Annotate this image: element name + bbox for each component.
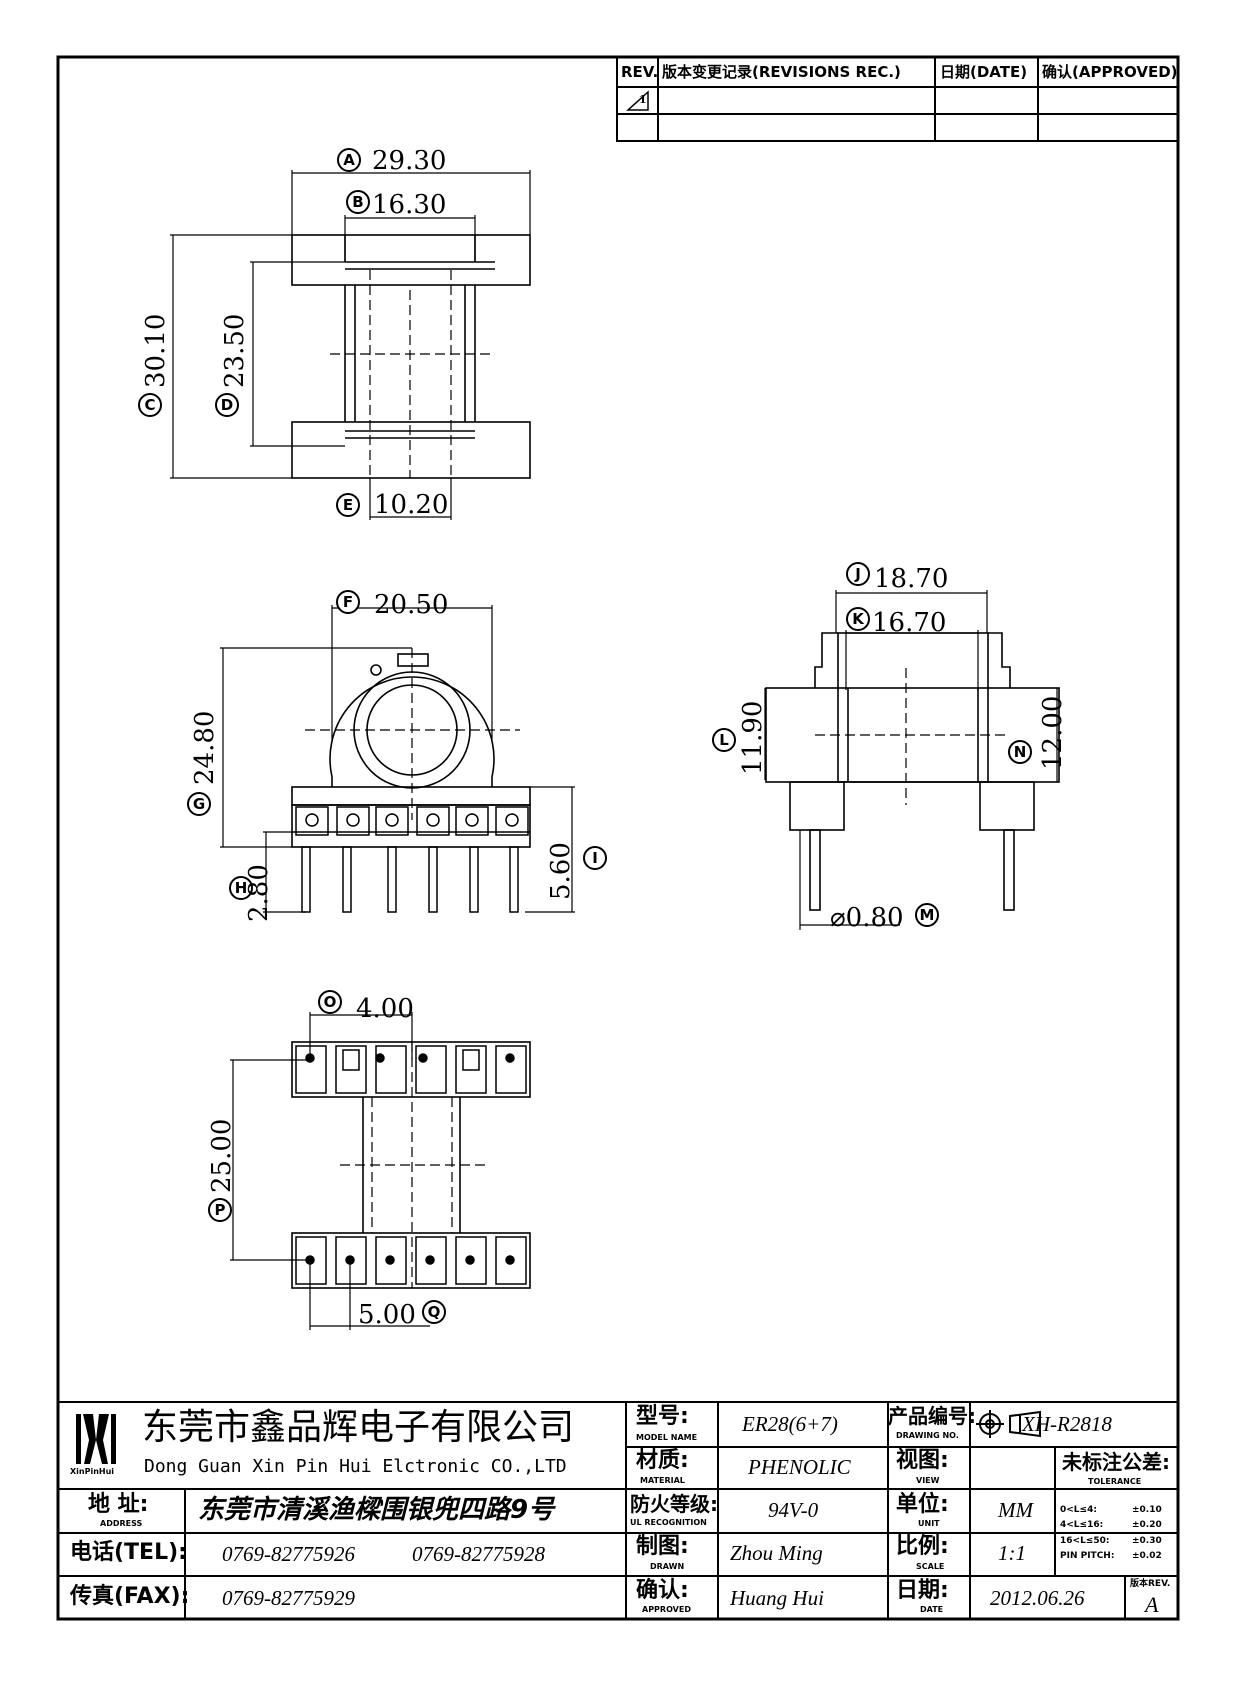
dim-letter-f: F [336, 590, 360, 614]
dim-letter-e: E [336, 493, 360, 517]
tolerance-range-1: 0<L≤4: [1060, 1505, 1097, 1515]
address-value: 东莞市清溪渔樑围银兜四路9号 [198, 1495, 555, 1525]
model-label: 型号: [636, 1404, 689, 1429]
dim-b: 16.30 [372, 190, 447, 220]
dim-d: 23.50 [220, 313, 250, 388]
approved-value: Huang Hui [730, 1586, 824, 1610]
dim-letter-d: D [215, 393, 239, 417]
dim-m: ⌀0.80 [830, 903, 904, 933]
fax-label: 传真(FAX): [70, 1584, 190, 1609]
date-value: 2012.06.26 [990, 1586, 1085, 1610]
dim-letter-b: B [346, 190, 370, 214]
dim-j: 18.70 [874, 564, 949, 594]
fire-label: 防火等级: [630, 1492, 718, 1516]
rev-value: A [1145, 1592, 1159, 1617]
dim-letter-m: M [915, 903, 939, 927]
tel-2: 0769-82775928 [412, 1542, 545, 1566]
dim-g: 24.80 [190, 710, 220, 785]
fax-value: 0769-82775929 [222, 1586, 355, 1610]
dim-letter-g: G [187, 792, 211, 816]
scale-label: 比例: [896, 1534, 949, 1559]
dim-letter-j: J [846, 562, 870, 586]
dim-e: 10.20 [374, 490, 449, 520]
revisions-header: 版本变更记录(REVISIONS REC.) [662, 63, 901, 81]
date-header: 日期(DATE) [940, 63, 1028, 81]
drawn-value: Zhou Ming [730, 1541, 823, 1565]
unit-label: 单位: [896, 1492, 949, 1517]
dim-letter-h: H [229, 876, 253, 900]
approved-label: 确认: [636, 1578, 689, 1603]
tel-label: 电话(TEL): [70, 1540, 187, 1565]
dim-i: 5.60 [546, 842, 576, 900]
dim-letter-l: L [712, 728, 736, 752]
drawing-no-label: 产品编号: [888, 1404, 976, 1428]
tolerance-label: 未标注公差: [1062, 1450, 1170, 1474]
dim-o: 4.00 [356, 994, 414, 1024]
dim-letter-n: N [1008, 740, 1032, 764]
address-label: 地 址: [88, 1492, 149, 1517]
approved-header: 确认(APPROVED) [1042, 63, 1178, 81]
rev-label: 版本REV. [1130, 1579, 1171, 1589]
dim-letter-k: K [846, 607, 870, 631]
tolerance-range-4: PIN PITCH: [1060, 1551, 1115, 1561]
dim-k: 16.70 [872, 608, 947, 638]
material-sublabel: MATERIAL [640, 1476, 685, 1485]
dim-letter-p: P [208, 1198, 232, 1222]
dim-p: 25.00 [207, 1118, 237, 1193]
dim-q: 5.00 [358, 1300, 416, 1330]
dim-letter-q: Q [422, 1300, 446, 1324]
drawing-no-value: XH-R2818 [1022, 1412, 1112, 1436]
tolerance-value-2: ±0.20 [1132, 1520, 1162, 1530]
tolerance-sublabel: TOLERANCE [1088, 1477, 1142, 1486]
dim-letter-c: C [138, 393, 162, 417]
dim-letter-i: I [583, 846, 607, 870]
company-logo [76, 1414, 116, 1464]
tolerance-value-4: ±0.02 [1132, 1551, 1162, 1561]
projection-symbol-icon [976, 1410, 1041, 1438]
dim-letter-o: O [318, 990, 342, 1014]
unit-sublabel: UNIT [918, 1519, 940, 1528]
scale-value: 1:1 [998, 1541, 1026, 1565]
dim-a: 29.30 [372, 146, 447, 176]
unit-value: MM [998, 1498, 1033, 1522]
drawing-no-sublabel: DRAWING NO. [896, 1431, 959, 1440]
model-value: ER28(6+7) [742, 1412, 838, 1436]
logo-text: XinPinHui [70, 1467, 115, 1476]
view-label: 视图: [896, 1448, 949, 1473]
company-name-cn: 东莞市鑫品辉电子有限公司 [142, 1407, 575, 1448]
pin-row-front [295, 806, 529, 913]
dim-c: 30.10 [141, 313, 171, 388]
dim-letter-a: A [337, 148, 361, 172]
date-sublabel: DATE [920, 1605, 944, 1614]
material-value: PHENOLIC [748, 1455, 851, 1479]
tolerance-range-2: 4<L≤16: [1060, 1520, 1104, 1530]
address-sublabel: ADDRESS [100, 1519, 143, 1528]
drawn-sublabel: DRAWN [650, 1562, 685, 1571]
scale-sublabel: SCALE [916, 1562, 945, 1571]
dim-n: 12.00 [1038, 695, 1068, 770]
approved-sublabel: APPROVED [642, 1605, 691, 1614]
rev-mark: 1 [639, 93, 647, 106]
view-sublabel: VIEW [916, 1476, 940, 1485]
tolerance-value-3: ±0.30 [1132, 1536, 1162, 1546]
dim-l: 11.90 [738, 700, 768, 775]
date-label: 日期: [896, 1578, 949, 1603]
dim-f: 20.50 [374, 590, 449, 620]
fire-value: 94V-0 [768, 1498, 819, 1522]
tolerance-value-1: ±0.10 [1132, 1505, 1162, 1515]
pin-pads-bottom [295, 1045, 527, 1285]
dim-h: 2.80 [244, 864, 274, 922]
drawn-label: 制图: [636, 1534, 689, 1559]
tolerance-range-3: 16<L≤50: [1060, 1536, 1110, 1546]
company-name-en: Dong Guan Xin Pin Hui Elctronic CO.,LTD [144, 1456, 567, 1477]
material-label: 材质: [636, 1448, 689, 1473]
tel-1: 0769-82775926 [222, 1542, 355, 1566]
fire-sublabel: UL RECOGNITION [630, 1518, 707, 1527]
rev-header: REV. [621, 63, 659, 81]
model-sublabel: MODEL NAME [636, 1433, 698, 1442]
